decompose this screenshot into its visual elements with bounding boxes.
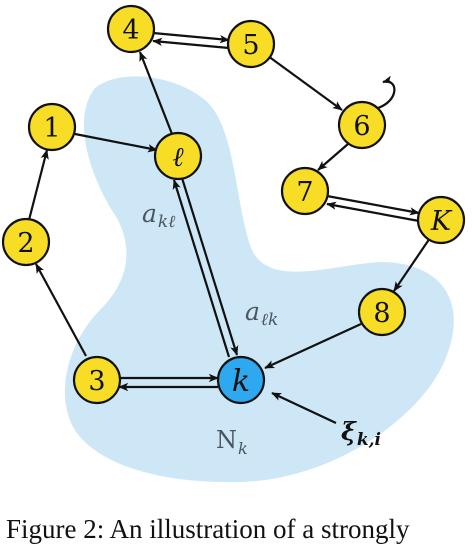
- edge-4-to-5: [152, 31, 230, 44]
- edge-5-to-6: [267, 55, 343, 111]
- node-l: ℓ: [153, 131, 203, 181]
- weight-label-a-kl: akℓ: [142, 199, 175, 232]
- edge-7-to-K: [326, 194, 420, 216]
- node-6: 6: [337, 100, 387, 150]
- edge-5-to-4: [152, 37, 230, 50]
- edge-k-to-l: [172, 179, 231, 358]
- edge-xi-to-k: [271, 392, 337, 424]
- edge-1-to-l: [74, 132, 158, 153]
- edge-2-to-1: [27, 149, 49, 221]
- node-k-focus: k: [216, 355, 266, 405]
- node-7: 7: [280, 166, 330, 216]
- neighborhood-region: [64, 76, 454, 483]
- edge-8-to-k: [264, 323, 362, 369]
- node-6-label: 6: [353, 111, 370, 142]
- node-K-label: K: [430, 206, 453, 237]
- edge-l-to-k: [180, 177, 239, 356]
- weight-label-a-lk: aℓk: [245, 297, 278, 330]
- node-l-label: ℓ: [172, 142, 184, 173]
- neighborhood-label: Nk: [216, 426, 248, 458]
- node-7-label: 7: [296, 177, 313, 208]
- data-stream-label-xi: ξk,i: [341, 417, 381, 450]
- node-1-label: 1: [43, 113, 60, 144]
- edge-K-to-8: [393, 237, 431, 292]
- node-5: 5: [226, 19, 276, 69]
- node-2: 2: [1, 217, 51, 267]
- node-1: 1: [27, 102, 77, 152]
- node-K: K: [416, 195, 466, 245]
- node-8: 8: [357, 287, 407, 337]
- edge-6-to-7: [317, 143, 349, 171]
- node-k-label: k: [232, 364, 250, 399]
- node-8-label: 8: [373, 298, 390, 329]
- node-4: 4: [106, 4, 156, 54]
- node-2-label: 2: [17, 228, 34, 259]
- node-4-label: 4: [122, 15, 139, 46]
- edge-l-to-4: [138, 51, 174, 135]
- edge-K-to-7: [326, 201, 420, 223]
- edge-6-self-loop: [377, 75, 396, 110]
- node-3: 3: [72, 355, 122, 405]
- edge-3-to-2: [35, 263, 87, 357]
- node-3-label: 3: [88, 366, 105, 397]
- node-5-label: 5: [242, 30, 259, 61]
- figure-caption: Figure 2: An illustration of a strongly: [6, 514, 410, 544]
